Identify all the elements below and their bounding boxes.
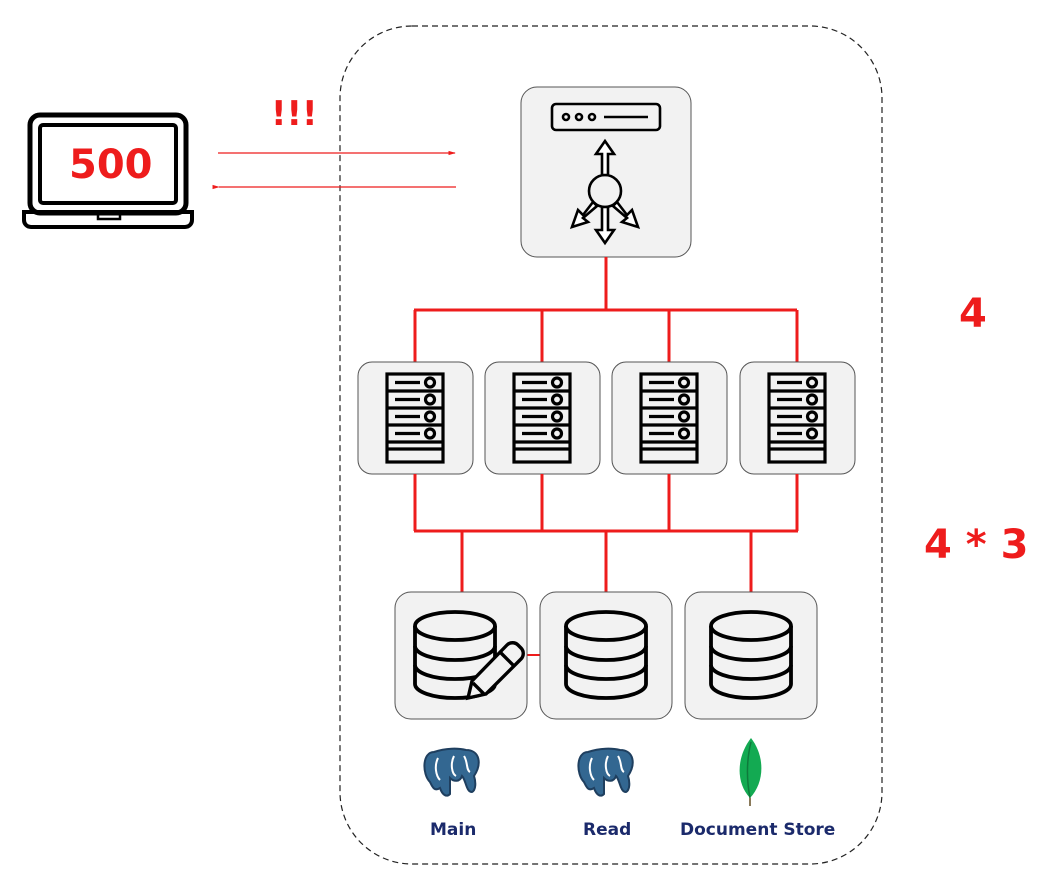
- pencil-icon: [465, 641, 525, 701]
- postgresql-icon: [577, 747, 634, 797]
- server-db-connectors: [413, 474, 799, 656]
- server-count-label: 4: [959, 291, 987, 337]
- error-code-text: 500: [69, 142, 153, 188]
- lb-server-connectors: [413, 257, 799, 362]
- postgresql-icon: [423, 747, 480, 797]
- database-main-node: [394, 591, 528, 720]
- database-label-main: Main: [430, 820, 477, 840]
- alert-marks: !!!: [271, 94, 318, 134]
- database-document-node: [684, 591, 818, 720]
- database-label-read: Read: [583, 820, 632, 840]
- laptop-icon: [22, 112, 194, 229]
- database-read-node: [539, 591, 673, 720]
- server-node: [739, 361, 856, 475]
- mongodb-icon: [739, 738, 762, 806]
- connection-count-label: 4 * 3: [924, 522, 1029, 568]
- load-balancer-icon: [550, 102, 662, 246]
- service-boundary: [339, 25, 883, 865]
- server-node: [484, 361, 601, 475]
- load-balancer-node: [520, 86, 692, 258]
- database-label-document-store: Document Store: [680, 820, 836, 840]
- server-node: [357, 361, 474, 475]
- server-node: [611, 361, 728, 475]
